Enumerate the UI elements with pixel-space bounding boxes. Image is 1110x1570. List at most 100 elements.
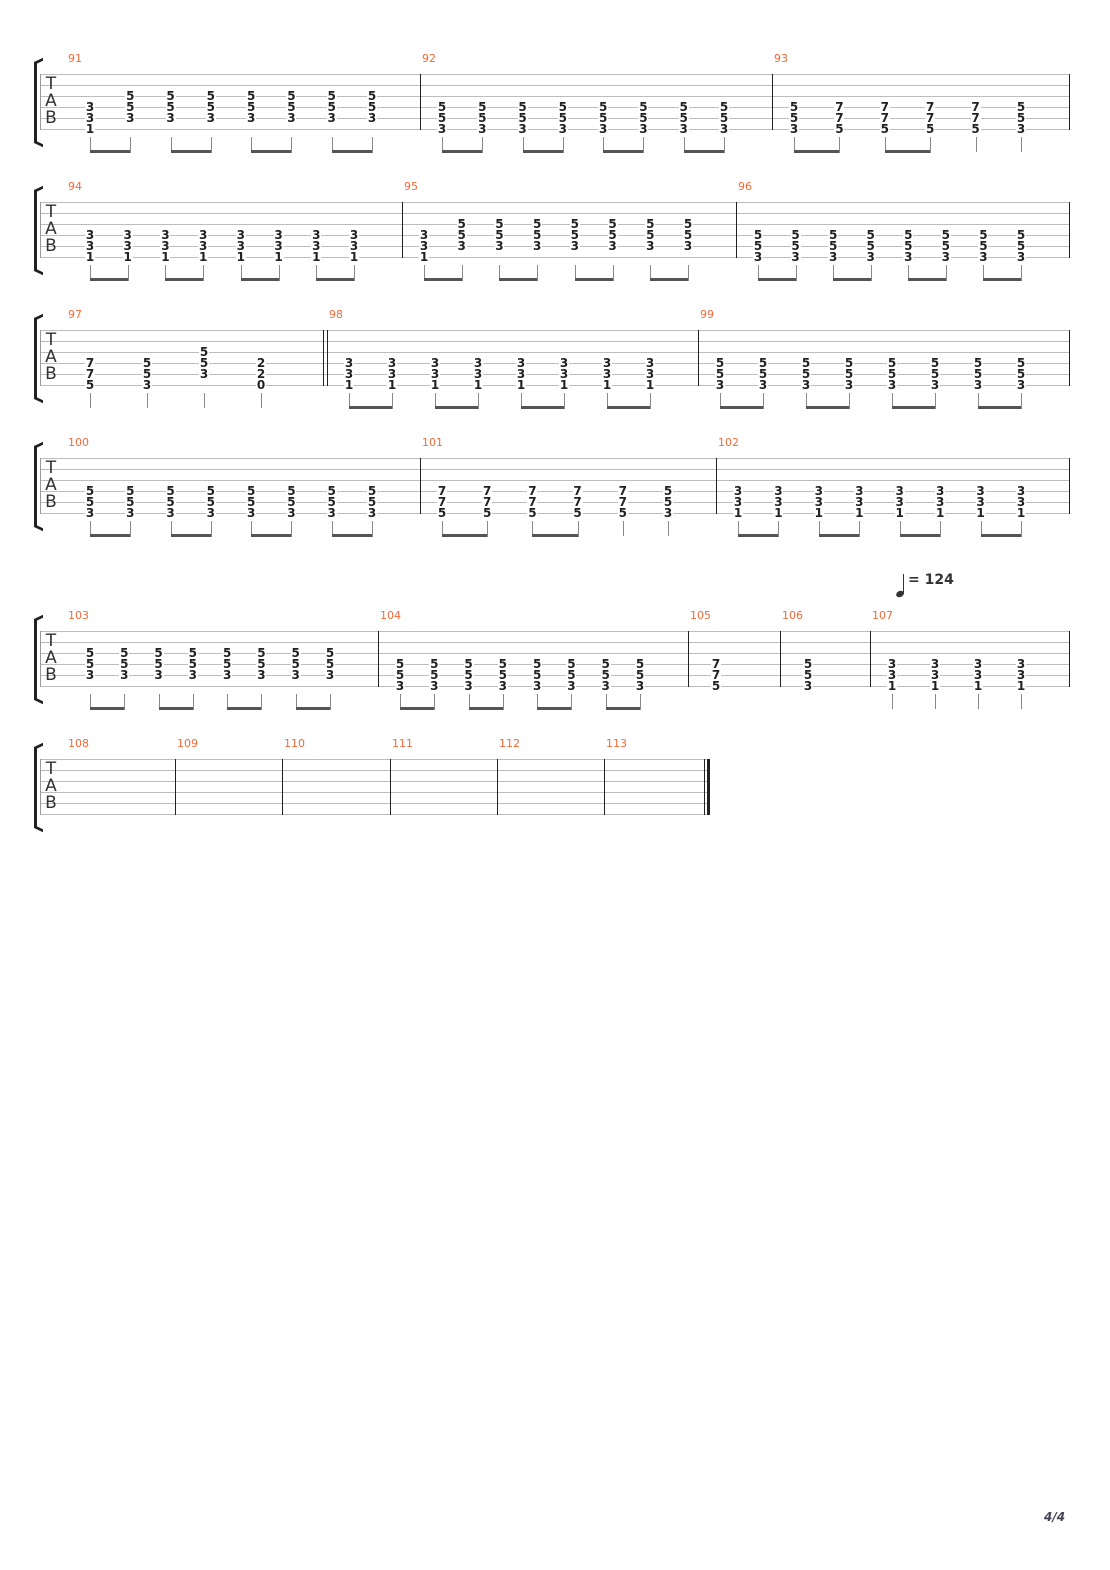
fret-number: 3 [205,506,216,520]
note-stem [849,393,850,409]
eighth-beam [442,150,484,153]
note-stem [794,137,795,153]
staff-line [40,96,1069,97]
fret-number: 7 [437,484,447,498]
fret-number: 5 [801,367,811,381]
note-stem [170,137,172,153]
fret-number: 1 [387,378,397,392]
note-stem [859,521,861,537]
fret-number: 3 [349,228,359,242]
note-stem [291,137,293,153]
fret-number: 3 [344,367,354,381]
fret-number: 3 [930,657,940,671]
fret-number: 3 [559,356,569,370]
fret-number: 5 [153,657,164,671]
fret-number: 3 [198,239,209,253]
staff-line [40,675,1069,676]
staff-line [40,330,1069,331]
fret-number: 3 [473,367,483,381]
fret-number: 5 [222,646,233,660]
note-stem [522,137,524,153]
fret-number: 5 [569,217,580,231]
fret-number: 3 [645,239,656,253]
system-end-barline [1069,202,1070,258]
note-stem [908,265,910,281]
fret-number: 5 [187,646,198,660]
fret-number: 1 [975,506,986,520]
measure-number: 110 [284,737,305,750]
fret-number: 3 [854,484,865,498]
fret-number: 5 [801,356,811,370]
fret-number: 5 [532,228,543,242]
fret-number: 7 [711,657,721,671]
fret-number: 5 [645,217,656,231]
note-stem [434,694,436,710]
fret-number: 5 [635,657,645,671]
fret-number: 5 [246,100,257,114]
note-stem [461,265,463,281]
fret-number: 3 [790,250,801,264]
fret-number: 3 [165,506,176,520]
eighth-beam [435,406,479,409]
fret-number: 5 [663,484,673,498]
fret-number: 3 [85,228,95,242]
fret-number: 1 [235,250,246,264]
fret-number: 5 [663,495,673,509]
fret-number: 3 [559,367,569,381]
eighth-beam [818,534,861,537]
measure-number: 100 [68,436,89,449]
eighth-beam [331,534,373,537]
eighth-beam [90,707,126,710]
note-stem [210,521,212,537]
fret-number: 3 [199,367,209,381]
note-stem [442,521,443,537]
barline [378,631,379,687]
note-stem [532,521,534,537]
fret-number: 3 [1016,122,1026,136]
note-stem [90,265,91,281]
measure-number: 102 [718,436,739,449]
fret-number: 5 [1016,100,1026,114]
note-stem [372,137,373,153]
note-stem [170,521,172,537]
fret-number: 3 [638,122,649,136]
fret-number: 5 [607,217,618,231]
note-stem [945,265,947,281]
fret-number: 3 [430,356,440,370]
fret-number: 3 [940,250,951,264]
fret-number: 5 [205,495,216,509]
fret-number: 5 [517,100,528,114]
fret-number: 7 [617,484,628,498]
fret-number: 3 [602,356,612,370]
fret-number: 1 [559,378,569,392]
eighth-beam [521,406,565,409]
fret-number: 5 [532,217,543,231]
fret-number: 5 [532,668,543,682]
fret-number: 1 [473,378,483,392]
fret-number: 5 [290,646,301,660]
note-stem [227,694,229,710]
fret-number: 5 [828,228,839,242]
fret-number: 5 [494,217,505,231]
note-stem [331,521,333,537]
note-stem [278,265,280,281]
note-stem [147,393,148,408]
note-stem [537,694,539,710]
note-stem [778,521,780,537]
fret-number: 5 [456,228,467,242]
eighth-beam [537,707,573,710]
fret-number: 5 [85,657,95,671]
fret-number: 3 [1016,250,1026,264]
note-stem [833,265,835,281]
fret-number: 3 [256,668,267,682]
eighth-beam [738,534,780,537]
staff-start-line [40,330,41,386]
fret-number: 5 [165,495,176,509]
eighth-beam [650,278,689,281]
note-stem [291,521,293,537]
fret-number: 5 [925,122,936,136]
note-stem [499,265,501,281]
eighth-beam [170,534,212,537]
barline [402,202,403,258]
note-stem [130,137,132,153]
